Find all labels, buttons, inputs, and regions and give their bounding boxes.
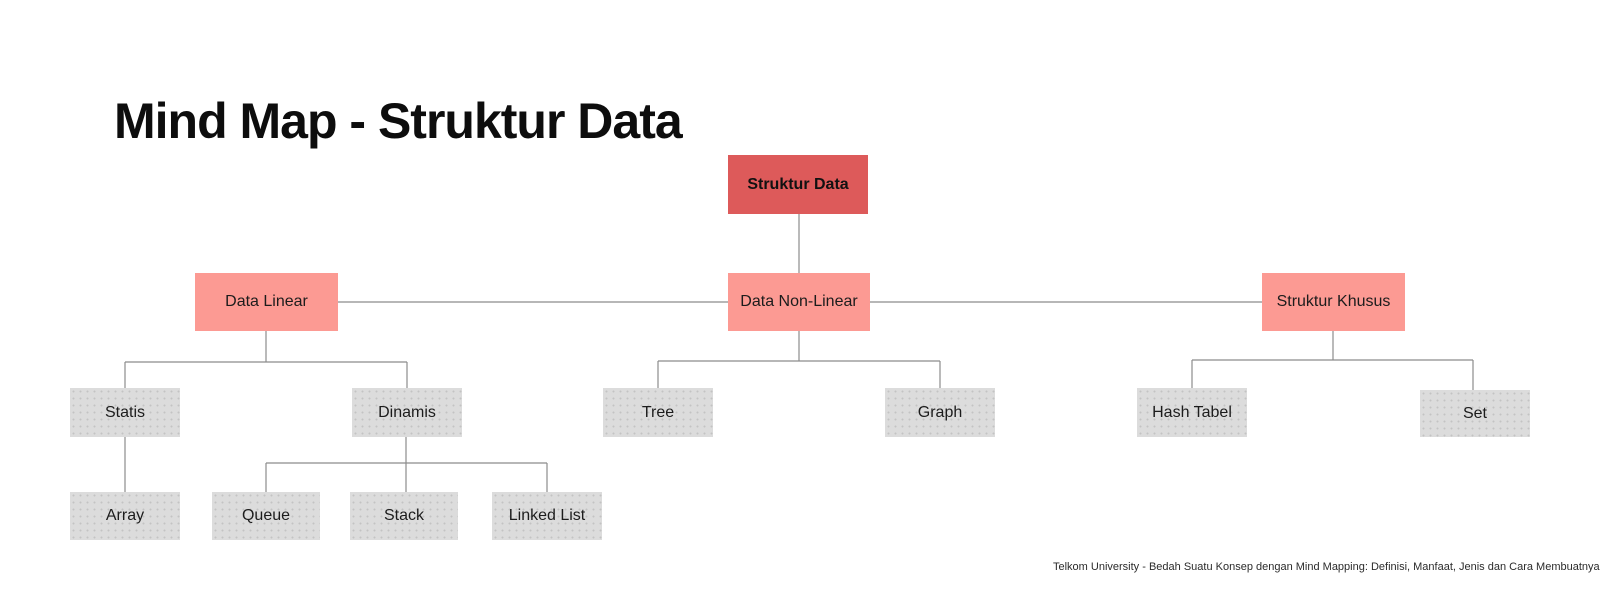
node-queue: Queue (212, 492, 320, 540)
node-statis: Statis (70, 388, 180, 437)
node-stack: Stack (350, 492, 458, 540)
node-set: Set (1420, 390, 1530, 437)
node-array: Array (70, 492, 180, 540)
connector-dinamis-children (265, 437, 548, 492)
connector-data-non-linear-children (657, 331, 941, 388)
footer-credit: Telkom University - Bedah Suatu Konsep d… (1053, 561, 1600, 573)
node-hash-tabel: Hash Tabel (1137, 388, 1247, 437)
node-data-non-linear: Data Non-Linear (728, 273, 870, 331)
node-struktur-data: Struktur Data (728, 155, 868, 214)
connector-struktur-khusus-children (1191, 331, 1474, 390)
node-data-linear: Data Linear (195, 273, 338, 331)
node-tree: Tree (603, 388, 713, 437)
node-struktur-khusus: Struktur Khusus (1262, 273, 1405, 331)
node-graph: Graph (885, 388, 995, 437)
connector-data-linear-children (124, 331, 408, 388)
node-linked-list: Linked List (492, 492, 602, 540)
page-title: Mind Map - Struktur Data (114, 92, 683, 149)
node-dinamis: Dinamis (352, 388, 462, 437)
